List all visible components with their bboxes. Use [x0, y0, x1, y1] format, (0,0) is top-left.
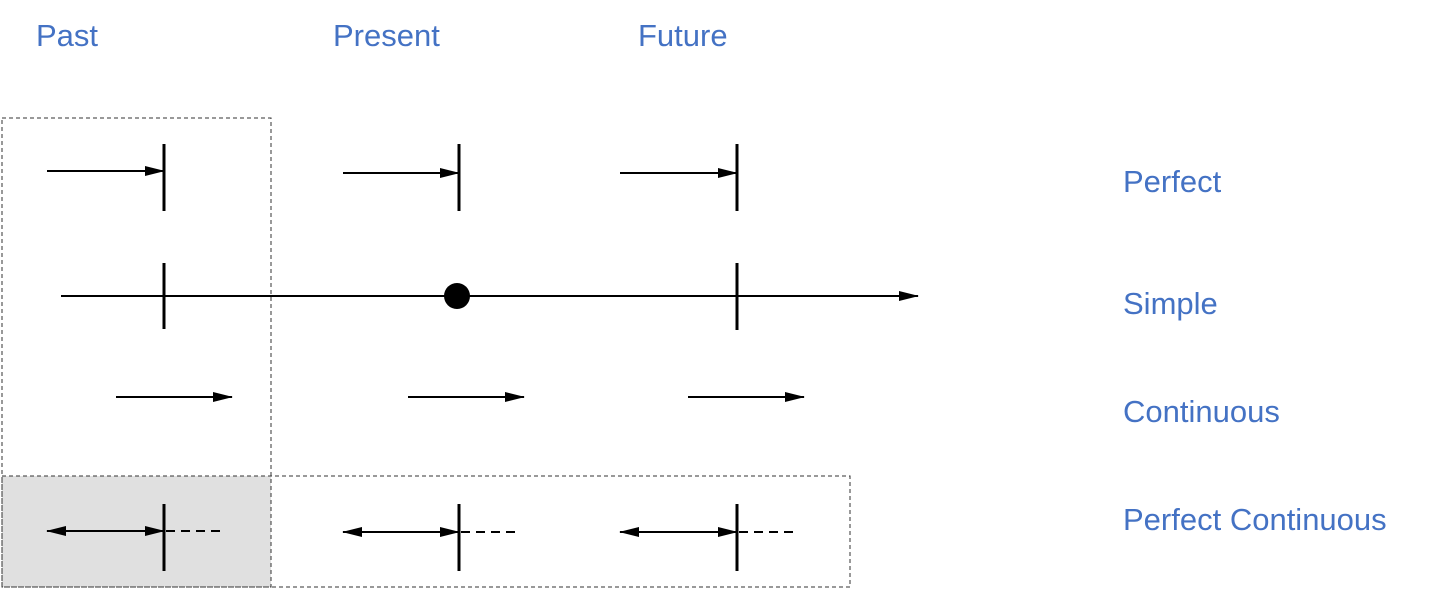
row-label-continuous: Continuous	[1123, 394, 1280, 429]
past-column-box	[1, 117, 272, 588]
perfect-row-marks	[47, 144, 739, 211]
simple-row-marks	[61, 263, 919, 330]
present-moment-dot	[444, 283, 470, 309]
row-label-simple: Simple	[1123, 286, 1218, 321]
column-header-future: Future	[638, 18, 728, 53]
column-header-past: Past	[36, 18, 99, 53]
row-label-perfect-continuous: Perfect Continuous	[1123, 502, 1387, 537]
row-label-perfect: Perfect	[1123, 164, 1222, 199]
column-header-present: Present	[333, 18, 440, 53]
perfect-continuous-row-marks	[46, 504, 794, 571]
perfect-continuous-row-box	[1, 475, 851, 588]
